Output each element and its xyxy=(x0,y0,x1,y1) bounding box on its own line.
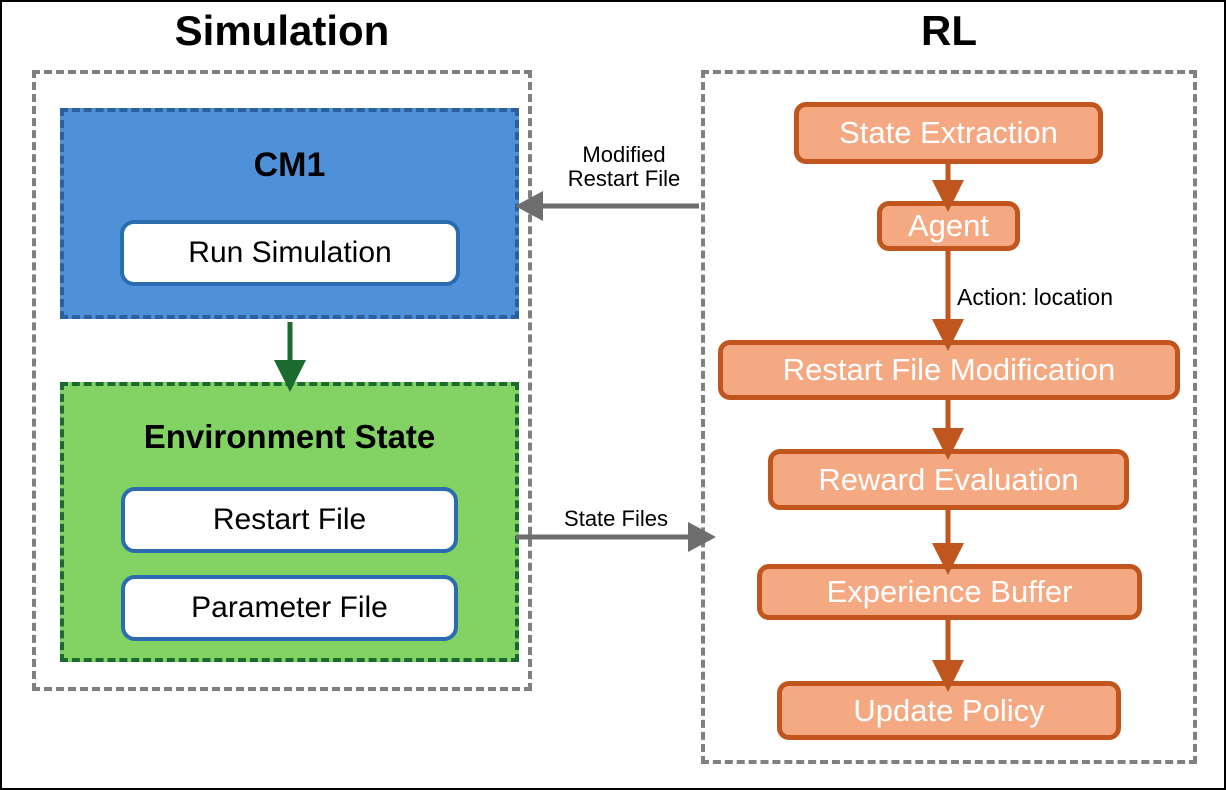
block-environment-state-heading: Environment State xyxy=(143,418,436,455)
block-cm1: CM1 Run Simulation xyxy=(60,108,519,319)
edge-label-modified-restart-file-line1: Modified xyxy=(582,142,666,167)
node-reward-evaluation[interactable]: Reward Evaluation xyxy=(768,449,1129,510)
block-environment-state: Environment State Restart File Parameter… xyxy=(60,382,519,662)
block-cm1-heading: CM1 xyxy=(253,146,326,184)
panel-simulation xyxy=(32,70,532,691)
box-restart-file[interactable]: Restart File xyxy=(121,487,458,553)
node-experience-buffer[interactable]: Experience Buffer xyxy=(757,564,1142,620)
panel-rl xyxy=(701,70,1197,764)
edge-label-modified-restart-file-line2: Restart File xyxy=(567,165,681,191)
page-title-rl: RL xyxy=(921,7,977,54)
node-agent[interactable]: Agent xyxy=(877,201,1020,251)
node-state-extraction[interactable]: State Extraction xyxy=(794,102,1103,164)
edge-label-state-files: State Files xyxy=(564,506,668,531)
page-title-simulation: Simulation xyxy=(174,7,390,54)
edge-label-modified-restart-file: Modified Restart File xyxy=(554,143,694,191)
node-update-policy[interactable]: Update Policy xyxy=(777,681,1121,740)
box-parameter-file[interactable]: Parameter File xyxy=(121,575,458,641)
box-run-simulation[interactable]: Run Simulation xyxy=(120,220,460,286)
node-restart-file-modification[interactable]: Restart File Modification xyxy=(718,340,1180,400)
edge-label-action-location: Action: location xyxy=(957,284,1113,310)
